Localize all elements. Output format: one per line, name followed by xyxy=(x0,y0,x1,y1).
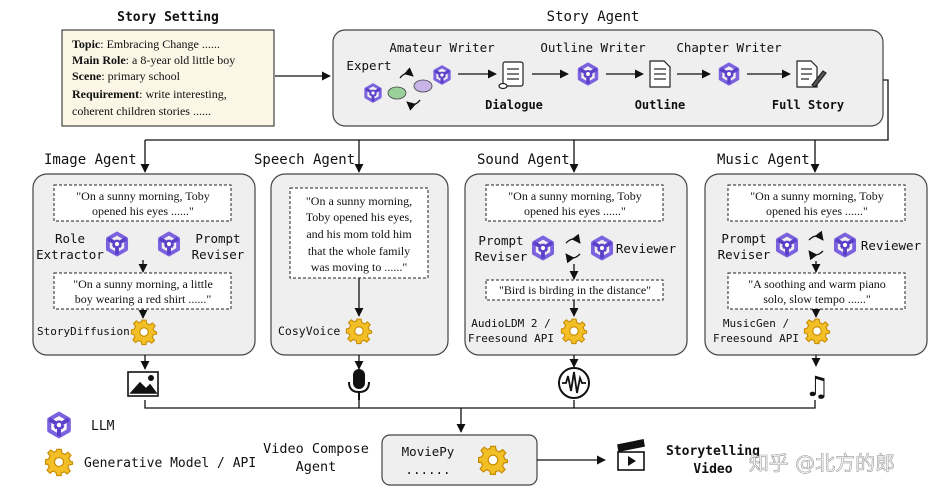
sound-prompt-reviser-label-line1: Prompt xyxy=(478,233,523,248)
image-revised-prompt-box xyxy=(53,272,232,310)
role-extractor-label-line2: Extractor xyxy=(36,247,104,262)
image-icon xyxy=(127,371,159,397)
musicgen-label-line1: MusicGen / xyxy=(723,317,789,330)
audioldm-label-line2: Freesound API xyxy=(468,332,554,345)
sound-input-quote-line1: "On a sunny morning, Toby xyxy=(508,189,642,203)
speech-quote-line5: was moving to ......" xyxy=(311,260,408,274)
music-input-quote-line2: opened his eyes ......" xyxy=(766,204,868,218)
story-setting-title: Story Setting xyxy=(117,10,219,25)
story-agent-title: Story Agent xyxy=(547,9,640,25)
music-revised-prompt-line1: "A soothing and warm piano xyxy=(748,277,886,291)
microphone-icon xyxy=(348,369,370,400)
outline-label: Outline xyxy=(635,98,686,112)
story-requirement-cont: coherent children stories ...... xyxy=(72,104,211,118)
story-distribution-line xyxy=(145,79,889,141)
story-scene: Scene: primary school xyxy=(72,69,181,83)
sound-review-loop-top xyxy=(565,233,581,244)
musicgen-gear-icon xyxy=(803,318,831,345)
moviepy-label: MoviePy xyxy=(402,444,455,459)
musicgen-label-line2: Freesound API xyxy=(713,332,799,345)
music-revised-prompt-box xyxy=(727,272,906,310)
sound-revised-prompt: "Bird is birding in the distance" xyxy=(499,283,651,297)
music-prompt-reviser-label-line2: Reviser xyxy=(718,247,771,262)
music-input-quote-line1: "On a sunny morning, Toby xyxy=(750,189,884,203)
expert-label: Expert xyxy=(346,58,391,73)
music-agent-title: Music Agent xyxy=(717,152,810,168)
music-review-loop-top xyxy=(808,230,824,241)
dialogue-arrow-up xyxy=(399,67,414,79)
story-agent-panel xyxy=(332,29,884,127)
speech-quote-line3: and his mom told him xyxy=(306,227,412,241)
scroll-icon xyxy=(498,61,524,90)
image-prompt-reviser-label-line1: Prompt xyxy=(195,231,240,246)
sound-prompt-reviser-label-line2: Reviser xyxy=(475,249,528,264)
full-story-label: Full Story xyxy=(772,98,844,112)
storytelling-video-label-line1: Storytelling xyxy=(666,444,760,459)
dialogue-arrow-down xyxy=(406,99,421,111)
story-topic: Topic: Embracing Change ...... xyxy=(72,37,220,51)
sound-reviewer-label: Reviewer xyxy=(616,241,677,256)
cosyvoice-gear-icon xyxy=(345,318,373,345)
story-setting-box xyxy=(61,29,275,127)
speech-quote-line4: that the whole family xyxy=(308,244,410,258)
waveform-icon xyxy=(558,367,590,399)
image-revised-prompt-line1: "On a sunny morning, a little xyxy=(73,277,213,291)
music-review-loop-bottom xyxy=(808,250,824,261)
watermark: 知乎 @北方的郎 xyxy=(749,451,895,475)
video-compose-title-line2: Agent xyxy=(296,459,337,475)
speech-quote-line2: Toby opened his eyes, xyxy=(306,210,412,224)
full-story-document-icon xyxy=(796,60,827,88)
sound-input-quote-line2: opened his eyes ......" xyxy=(524,204,626,218)
music-notes-icon: ♫ xyxy=(804,370,829,403)
speech-input-quote-box xyxy=(289,187,429,279)
sound-input-quote-box xyxy=(485,184,664,222)
chapter-writer-label: Chapter Writer xyxy=(676,40,782,55)
speech-quote-line1: "On a sunny morning, xyxy=(306,194,412,208)
moviepy-gear-icon xyxy=(478,445,508,475)
story-requirement: Requirement: write interesting, xyxy=(72,87,227,101)
legend-llm-label: LLM xyxy=(91,419,115,434)
image-input-quote-line2: opened his eyes ......" xyxy=(92,204,194,218)
cosyvoice-label: CosyVoice xyxy=(278,324,340,338)
legend-llm-icon xyxy=(49,414,69,437)
sound-review-loop-bottom xyxy=(565,253,581,264)
outline-writer-label: Outline Writer xyxy=(540,40,646,55)
sound-agent-title: Sound Agent xyxy=(477,152,570,168)
role-extractor-label-line1: Role xyxy=(55,231,85,246)
legend-gear-icon xyxy=(44,448,74,477)
music-prompt-reviser-label-line1: Prompt xyxy=(721,231,766,246)
story-main-role: Main Role: a 8-year old little boy xyxy=(72,53,235,67)
merge-line xyxy=(144,400,816,409)
image-prompt-reviser-label-line2: Reviser xyxy=(192,247,245,262)
amateur-writer-label: Amateur Writer xyxy=(389,40,495,55)
outline-document-icon xyxy=(649,60,671,88)
image-input-quote-box xyxy=(53,184,232,222)
story-diffusion-label: StoryDiffusion xyxy=(37,325,130,338)
dialogue-label: Dialogue xyxy=(485,98,543,112)
storytelling-video-label-line2: Video xyxy=(693,462,732,477)
audioldm-label-line1: AudioLDM 2 / xyxy=(471,317,550,330)
image-agent-title: Image Agent xyxy=(44,152,137,168)
legend-gen-model-label: Generative Model / API xyxy=(84,456,256,471)
video-compose-title-line1: Video Compose xyxy=(263,441,369,457)
music-input-quote-box xyxy=(727,184,906,222)
video-compose-panel xyxy=(381,434,538,486)
story-diffusion-gear-icon xyxy=(130,319,158,346)
audioldm-gear-icon xyxy=(560,318,588,345)
music-reviewer-label: Reviewer xyxy=(861,238,922,253)
moviepy-ellipsis: ...... xyxy=(405,462,450,477)
clapperboard-icon xyxy=(617,439,645,471)
speech-agent-title: Speech Agent xyxy=(254,152,355,168)
music-revised-prompt-line2: solo, slow tempo ......" xyxy=(763,292,871,306)
image-revised-prompt-line2: boy wearing a red shirt ......" xyxy=(75,292,212,306)
expert-bubble-icon xyxy=(387,86,407,100)
amateur-bubble-icon xyxy=(413,79,433,93)
image-input-quote-line1: "On a sunny morning, Toby xyxy=(76,189,210,203)
